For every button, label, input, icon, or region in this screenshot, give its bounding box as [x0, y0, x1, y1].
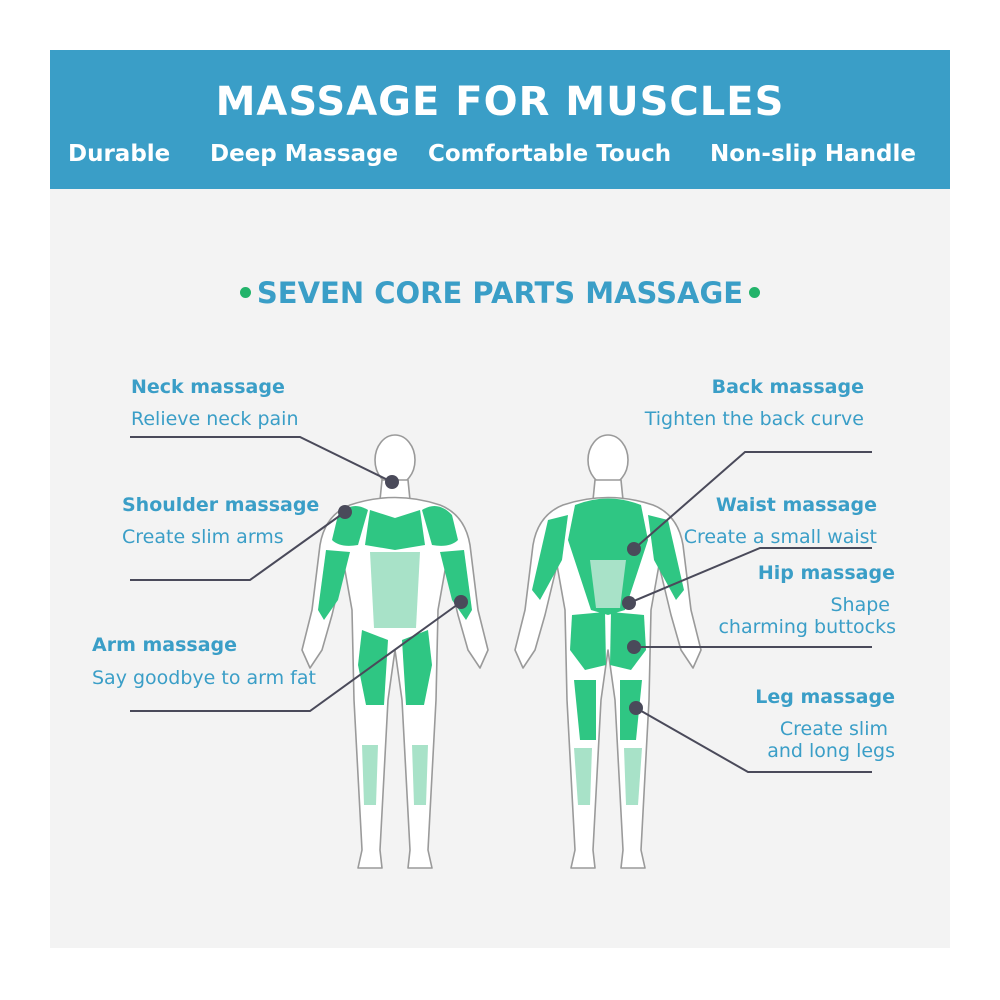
waist-marker-icon — [622, 596, 636, 610]
waist-massage-desc: Create a small waist — [683, 526, 877, 548]
neck-massage-title: Neck massage — [131, 376, 285, 398]
leg-marker-icon — [629, 701, 643, 715]
feature-non-slip-handle: Non-slip Handle — [710, 141, 916, 167]
leader-lines — [130, 436, 872, 773]
shoulder-marker-icon — [338, 505, 352, 519]
content-panel: SEVEN CORE PARTS MASSAGE — [50, 189, 950, 948]
waist-massage-title: Waist massage — [715, 494, 877, 516]
target-markers — [338, 475, 643, 715]
feature-comfortable-touch: Comfortable Touch — [428, 141, 672, 167]
front-body-figure-icon — [301, 434, 489, 869]
header-banner: MASSAGE FOR MUSCLES Durable Deep Massage… — [50, 50, 950, 189]
arm-marker-icon — [454, 595, 468, 609]
leg-massage-desc-line1: Create slim — [779, 718, 888, 740]
hip-massage-desc-line1: Shape — [830, 594, 891, 616]
arm-massage-desc: Say goodbye to arm fat — [92, 667, 316, 689]
back-massage-title: Back massage — [711, 376, 864, 398]
bullet-dot-icon — [749, 286, 761, 298]
hip-massage-desc-line2: charming buttocks — [718, 616, 896, 638]
back-marker-icon — [627, 542, 641, 556]
leg-massage-title: Leg massage — [755, 686, 895, 708]
back-massage-desc: Tighten the back curve — [644, 408, 864, 430]
header-title: MASSAGE FOR MUSCLES — [215, 79, 785, 125]
section-title: SEVEN CORE PARTS MASSAGE — [50, 279, 950, 308]
hip-massage-title: Hip massage — [757, 562, 895, 584]
feature-deep-massage: Deep Massage — [210, 141, 399, 167]
hip-marker-icon — [627, 640, 641, 654]
neck-massage-desc: Relieve neck pain — [131, 408, 299, 430]
shoulder-massage-title: Shoulder massage — [122, 494, 320, 516]
neck-marker-icon — [385, 475, 399, 489]
shoulder-massage-desc: Create slim arms — [122, 526, 284, 548]
leg-massage-desc-line2: and long legs — [767, 740, 895, 762]
bullet-dot-icon — [239, 286, 251, 298]
feature-durable: Durable — [68, 141, 171, 167]
arm-massage-title: Arm massage — [92, 634, 238, 656]
section-title-text: SEVEN CORE PARTS MASSAGE — [256, 276, 744, 310]
back-body-figure-icon — [514, 434, 702, 869]
